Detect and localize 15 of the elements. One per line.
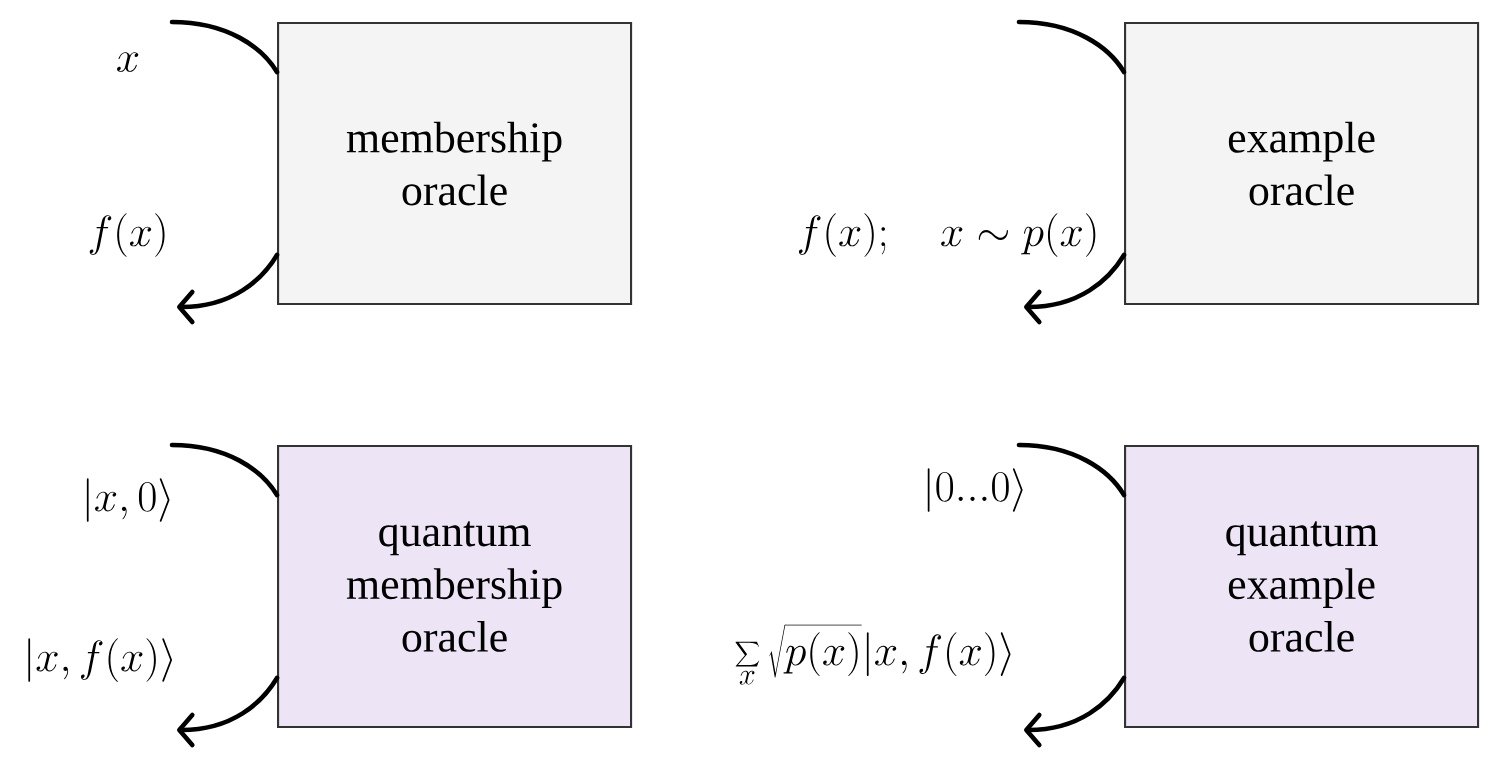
edge-label: $|x,f(x)\rangle$ — [28, 638, 172, 682]
edge-label: $|0...0\rangle$ — [927, 468, 1023, 512]
arrow — [1024, 675, 1127, 748]
arrow — [177, 252, 280, 325]
oracle-box: example oracle — [1124, 22, 1480, 306]
edge-label: $x$ — [117, 52, 139, 72]
edge-label: $f(x);\quad x\sim p(x)$ — [798, 213, 1096, 257]
edge-label: $|x,0\rangle$ — [86, 478, 170, 522]
oracle-box: membership oracle — [277, 22, 633, 306]
oracle-box: quantum membership oracle — [277, 445, 633, 729]
edge-label: $f(x)$ — [89, 213, 165, 257]
edge-label: $\sum_x \sqrt{p(x)}|x,f(x)\rangle$ — [735, 624, 1011, 685]
oracle-box: quantum example oracle — [1124, 445, 1480, 729]
arrow — [1024, 252, 1127, 325]
arrow — [177, 675, 280, 748]
